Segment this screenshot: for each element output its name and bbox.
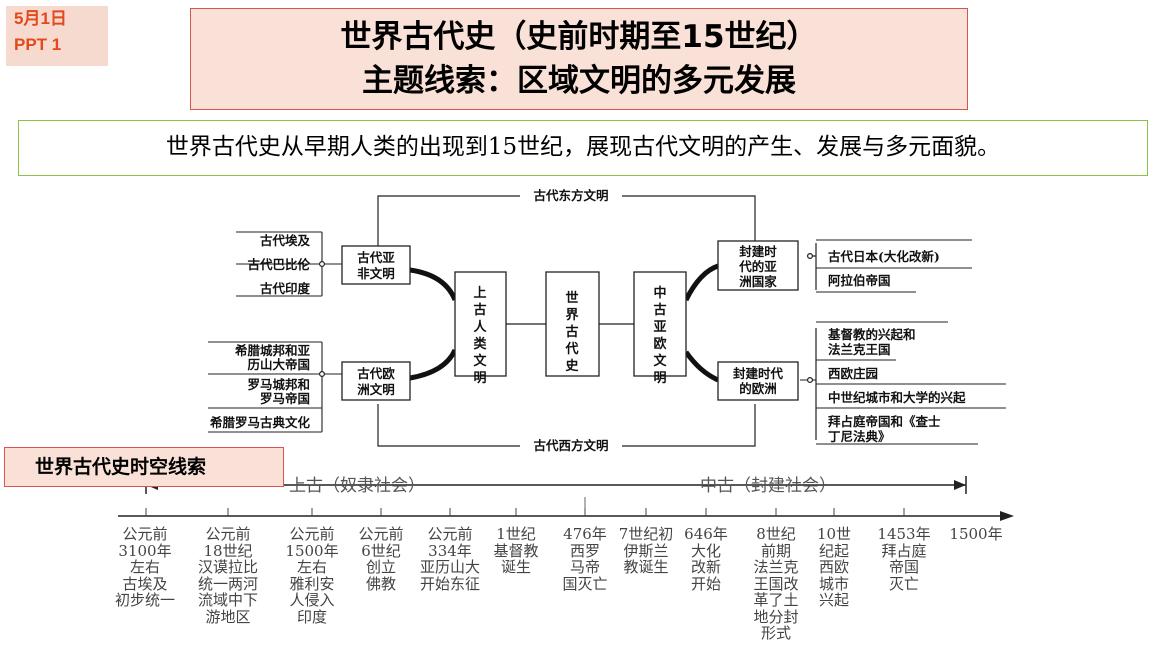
node-europe-ancient-box	[341, 361, 411, 401]
svg-text:欧: 欧	[653, 336, 666, 352]
timeline-arrow	[1000, 511, 1014, 521]
arc-asia-africa	[409, 267, 458, 302]
node-asia-feudal-box	[717, 240, 799, 291]
europe-ancient-line2: 洲文明	[357, 382, 395, 397]
era-ancient-label: 上古（奴隶社会）	[289, 476, 425, 496]
node-left-mid-box	[454, 271, 507, 377]
item-babylon: 古代巴比伦	[247, 257, 310, 272]
center-vertical: 世界古 代史	[564, 290, 579, 374]
item-greece-l1: 希腊城邦和亚	[234, 343, 311, 358]
item-rome-l2: 罗马帝国	[260, 391, 310, 406]
svg-text:人: 人	[473, 319, 487, 335]
svg-text:明: 明	[473, 371, 486, 386]
connector-bottom-right	[622, 404, 756, 447]
item-christ-l1: 基督教的兴起和	[827, 327, 916, 342]
svg-text:亚: 亚	[653, 320, 666, 335]
europe-feudal-line2: 的欧洲	[739, 381, 777, 396]
item-egypt: 古代埃及	[260, 233, 311, 248]
timeline-event: 1453年拜占庭帝国灭亡	[877, 525, 931, 593]
svg-text:文: 文	[653, 353, 667, 369]
title-box: 世界古代史（史前时期至15世纪） 主题线索：区域文明的多元发展	[190, 8, 968, 110]
timeline-event: 1世纪基督教诞生	[493, 525, 539, 576]
svg-text:代: 代	[564, 341, 578, 357]
item-christ-l2: 法兰克王国	[828, 342, 891, 357]
item-manor: 西欧庄园	[828, 366, 878, 381]
label-eastern: 古代东方文明	[533, 188, 608, 203]
svg-text:界: 界	[565, 307, 578, 323]
ppt-text: PPT 1	[14, 35, 62, 54]
connector-top-left	[377, 195, 520, 250]
item-byz-l1: 拜占庭帝国和《查士	[828, 414, 941, 429]
svg-text:史: 史	[565, 358, 579, 374]
item-classical: 希腊罗马古典文化	[209, 415, 311, 430]
item-byz-l2: 丁尼法典》	[828, 429, 891, 444]
arc-europe-feudal	[683, 350, 720, 383]
timeline-event: 476年西罗马帝国灭亡	[562, 525, 608, 593]
timeline-event: 8世纪前期法兰克王国改革了土地分封形式	[753, 525, 799, 642]
timeline-event: 10世纪起西欧城市兴起	[816, 525, 852, 609]
date-badge: 5月1日 PPT 1	[6, 6, 108, 66]
right-mid-vertical: 中古亚 欧文明	[653, 285, 667, 386]
item-rome-l1: 罗马城邦和	[247, 377, 310, 392]
arc-europe	[409, 348, 458, 381]
page-subtitle: 主题线索：区域文明的多元发展	[362, 63, 796, 99]
item-arab: 阿拉伯帝国	[828, 273, 891, 288]
timeline-event: 646年大化改新开始	[684, 525, 728, 593]
asia-africa-line2: 非文明	[357, 266, 395, 281]
section-label: 世界古代史时空线索	[4, 447, 284, 487]
item-india: 古代印度	[260, 281, 311, 296]
node-asia-africa-box	[341, 245, 411, 285]
arc-asia-feudal	[683, 263, 719, 302]
summary-box: 世界古代史从早期人类的出现到15世纪，展现古代文明的产生、发展与多元面貌。	[18, 120, 1148, 176]
asia-feudal-line3: 洲国家	[739, 274, 777, 289]
era-medieval-label: 中古（封建社会）	[700, 476, 836, 496]
item-japan: 古代日本(大化改新)	[828, 249, 940, 264]
europe-feudal-line1: 封建时代	[733, 366, 784, 381]
asia-africa-line1: 古代亚	[357, 250, 395, 265]
europe-ancient-line1: 古代欧	[357, 366, 395, 381]
connector-bottom-left	[377, 404, 520, 447]
svg-text:中: 中	[653, 285, 666, 301]
svg-text:古: 古	[653, 302, 666, 318]
item-greece-l2: 历山大帝国	[247, 357, 310, 372]
svg-text:古: 古	[473, 302, 486, 318]
connector-top-right	[622, 195, 756, 243]
label-western: 古代西方文明	[533, 438, 608, 453]
date-text: 5月1日	[14, 9, 67, 28]
svg-text:明: 明	[653, 371, 666, 386]
svg-text:古: 古	[565, 324, 578, 340]
node-europe-feudal-box	[717, 361, 799, 401]
svg-text:世: 世	[565, 290, 578, 306]
timeline-event-end: 1500年	[949, 525, 1003, 543]
item-cities: 中世纪城市和大学的兴起	[828, 390, 966, 405]
asia-feudal-line1: 封建时	[739, 244, 777, 259]
svg-text:文: 文	[473, 353, 487, 369]
left-mid-vertical: 上古人 类文明	[473, 286, 487, 386]
timeline-event: 7世纪初伊斯兰教诞生	[618, 525, 674, 576]
node-right-mid-box	[633, 271, 687, 377]
svg-text:类: 类	[473, 336, 487, 352]
svg-text:上: 上	[473, 286, 486, 301]
page-title: 世界古代史（史前时期至15世纪）	[340, 19, 818, 55]
asia-feudal-line2: 代的亚	[738, 259, 777, 274]
node-center-box	[545, 271, 600, 377]
